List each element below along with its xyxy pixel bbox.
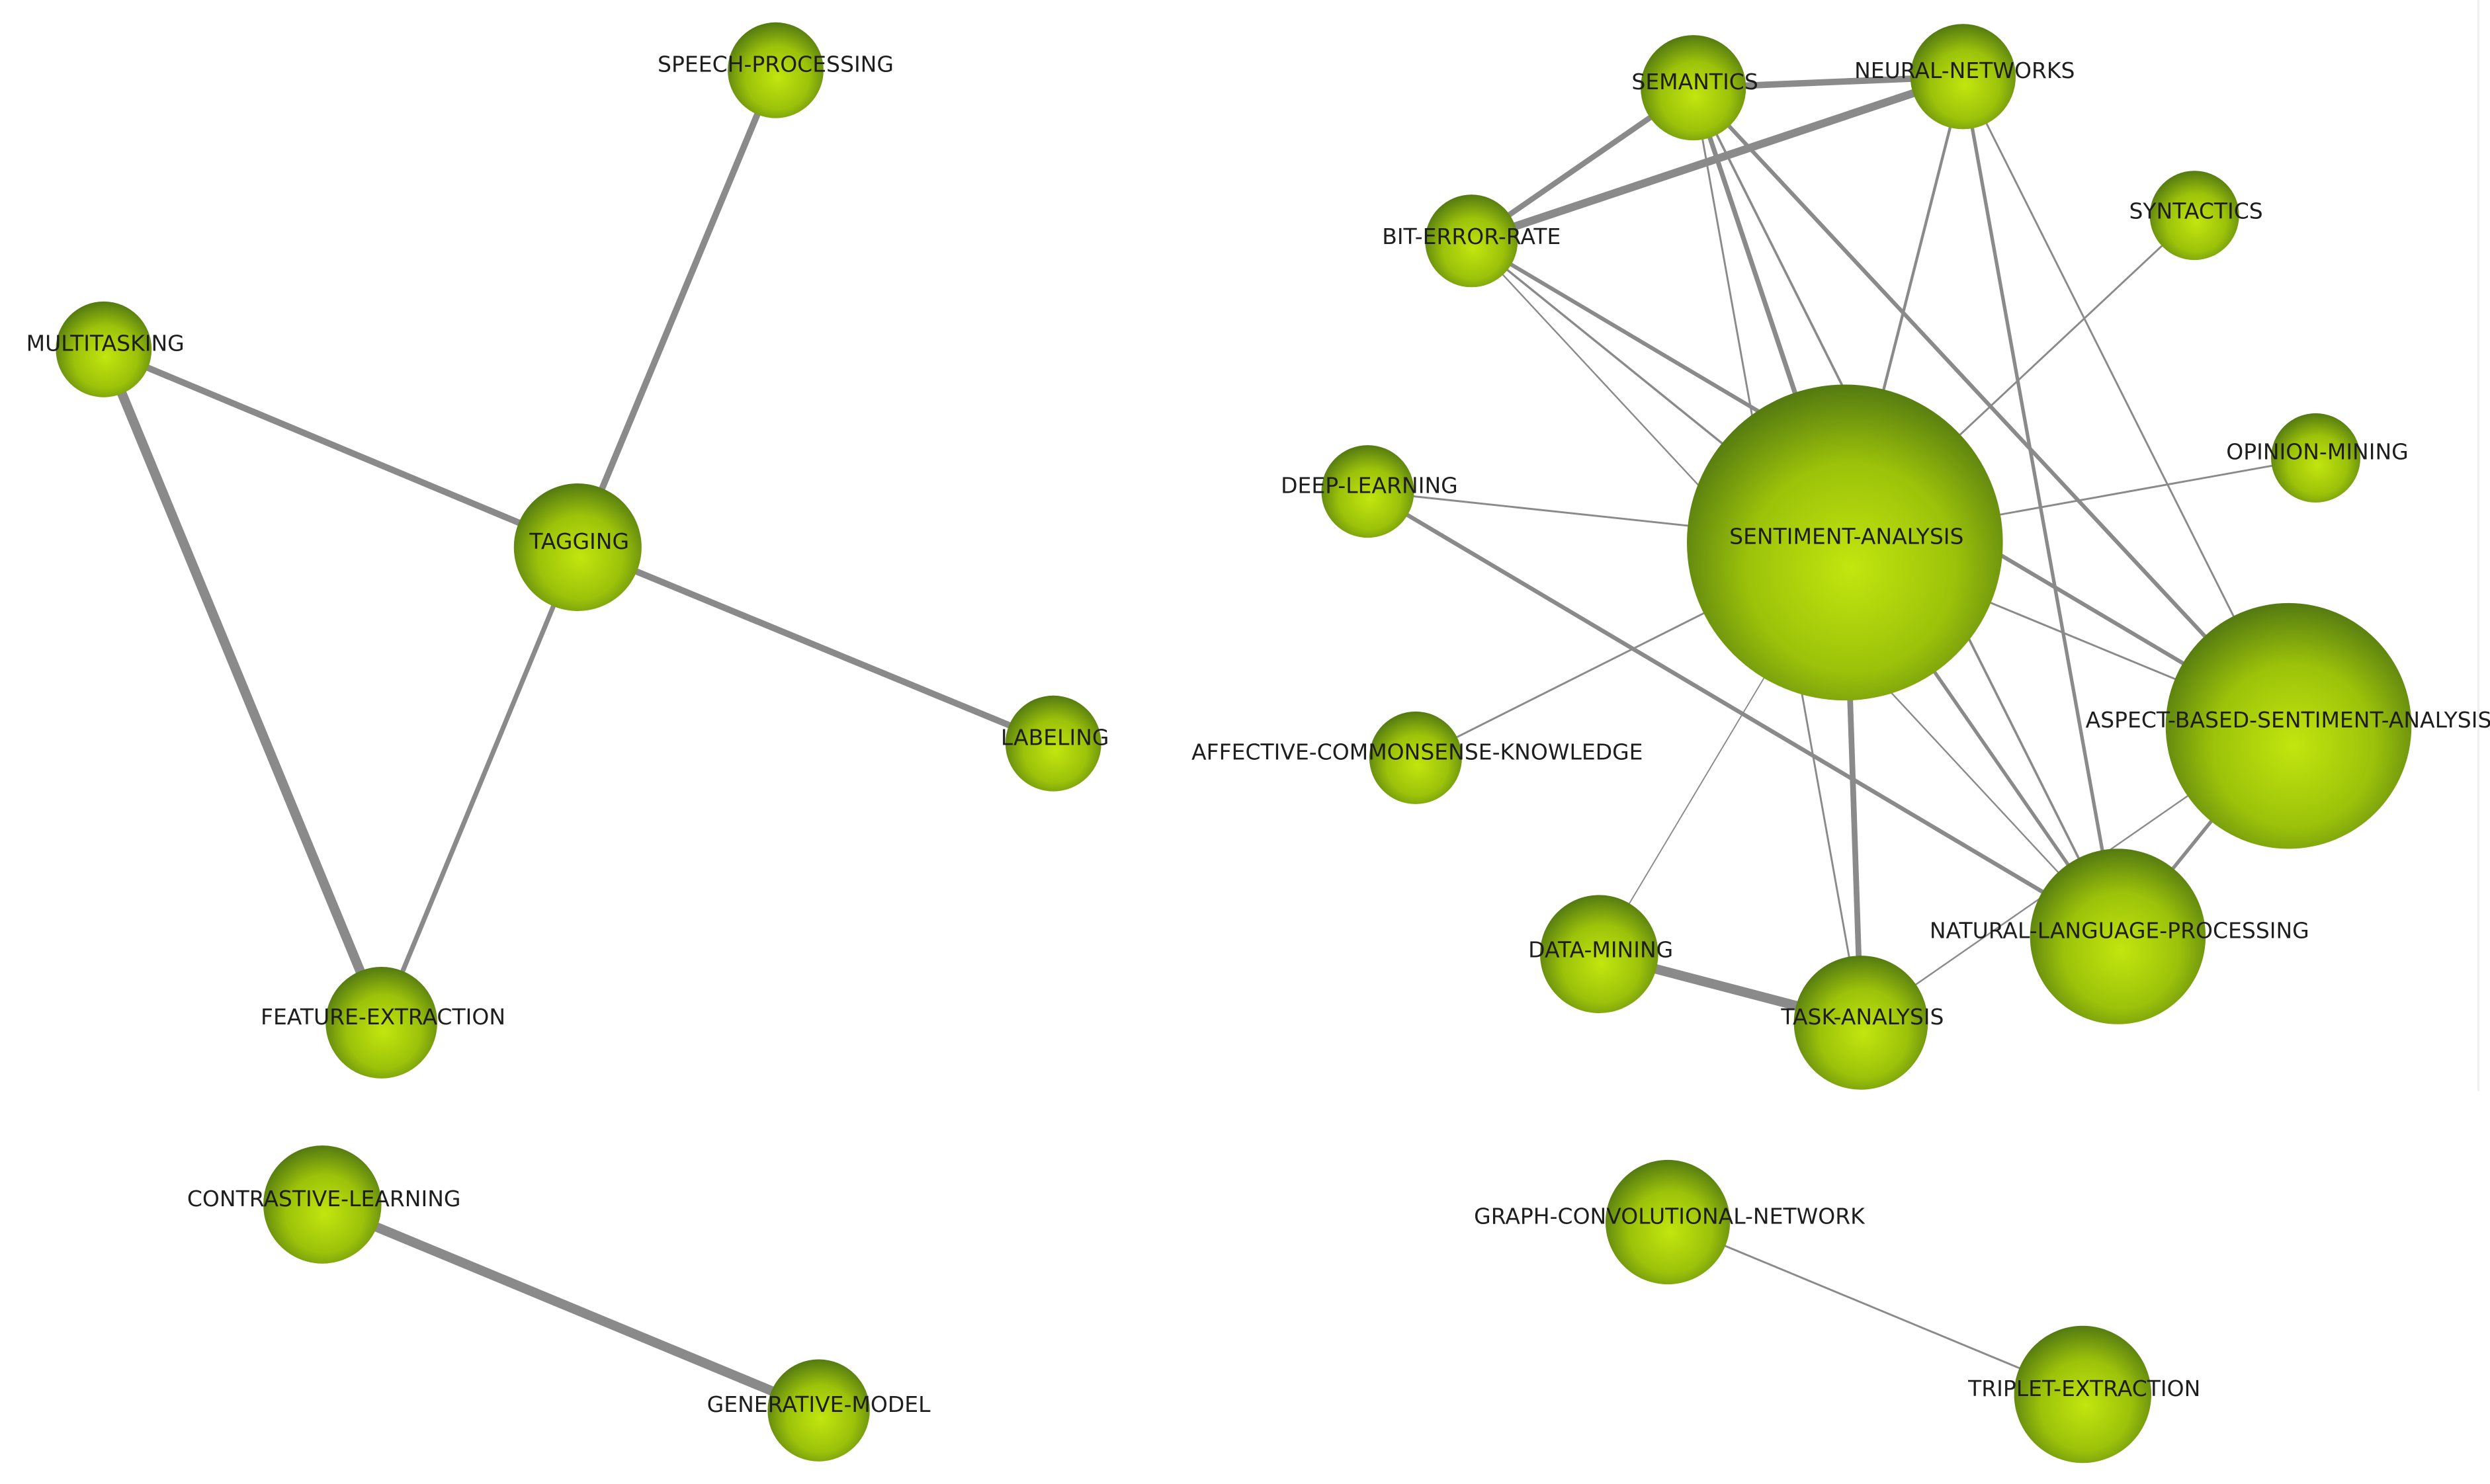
node-circle-speech-processing[interactable] xyxy=(728,22,824,118)
node-circle-tagging[interactable] xyxy=(513,483,642,611)
node-label-natural-language-processing: NATURAL-LANGUAGE-PROCESSING xyxy=(1930,918,2309,944)
node-label-multitasking: MULTITASKING xyxy=(26,331,185,356)
node-generative-model[interactable]: GENERATIVE-MODEL xyxy=(707,1359,931,1462)
edge-graph-convolutional-network-triplet-extraction xyxy=(1666,1221,2084,1395)
node-label-affective-commonsense-knowledge: AFFECTIVE-COMMONSENSE-KNOWLEDGE xyxy=(1191,739,1643,764)
node-affective-commonsense-knowledge[interactable]: AFFECTIVE-COMMONSENSE-KNOWLEDGE xyxy=(1191,711,1643,804)
node-label-sentiment-analysis: SENTIMENT-ANALYSIS xyxy=(1729,524,1963,550)
node-label-opinion-mining: OPINION-MINING xyxy=(2226,439,2408,465)
node-circle-opinion-mining[interactable] xyxy=(2271,413,2360,503)
node-circle-contrastive-learning[interactable] xyxy=(263,1145,382,1264)
panel-divider xyxy=(2477,0,2479,1091)
edge-contrastive-learning-generative-model xyxy=(318,1200,824,1415)
node-circle-multitasking[interactable] xyxy=(56,301,152,397)
node-circle-task-analysis[interactable] xyxy=(1793,956,1928,1090)
node-circle-sentiment-analysis[interactable] xyxy=(1687,384,2003,701)
edge-tagging-feature-extraction xyxy=(378,544,580,1026)
node-labeling[interactable]: LABELING xyxy=(1001,695,1109,792)
node-sentiment-analysis[interactable]: SENTIMENT-ANALYSIS xyxy=(1687,384,2003,701)
node-label-bit-error-rate: BIT-ERROR-RATE xyxy=(1382,224,1561,249)
node-feature-extraction[interactable]: FEATURE-EXTRACTION xyxy=(261,967,505,1079)
edge-tagging-speech-processing xyxy=(574,67,779,551)
node-multitasking[interactable]: MULTITASKING xyxy=(26,301,185,397)
node-label-tagging: TAGGING xyxy=(529,528,629,554)
node-circle-feature-extraction[interactable] xyxy=(325,967,437,1079)
node-label-aspect-based-sentiment-analysis: ASPECT-BASED-SENTIMENT-ANALYSIS xyxy=(2086,707,2490,733)
edge-tagging-labeling xyxy=(574,544,1057,747)
node-label-task-analysis: TASK-ANALYSIS xyxy=(1780,1004,1944,1030)
node-triplet-extraction[interactable]: TRIPLET-EXTRACTION xyxy=(1967,1325,2200,1463)
node-circle-syntactics[interactable] xyxy=(2149,171,2239,261)
node-layer: SPEECH-PROCESSING MULTITASKING TAGGING LABE… xyxy=(26,22,2490,1463)
node-syntactics[interactable]: SYNTACTICS xyxy=(2129,171,2263,261)
node-label-feature-extraction: FEATURE-EXTRACTION xyxy=(261,1004,505,1030)
node-natural-language-processing[interactable]: NATURAL-LANGUAGE-PROCESSING xyxy=(1930,848,2309,1024)
node-semantics[interactable]: SEMANTICS xyxy=(1631,35,1758,141)
node-circle-natural-language-processing[interactable] xyxy=(2030,848,2206,1024)
node-label-semantics: SEMANTICS xyxy=(1631,69,1758,95)
node-deep-learning[interactable]: DEEP-LEARNING xyxy=(1281,445,1458,538)
node-contrastive-learning[interactable]: CONTRASTIVE-LEARNING xyxy=(187,1145,461,1264)
node-label-triplet-extraction: TRIPLET-EXTRACTION xyxy=(1967,1376,2200,1401)
node-circle-affective-commonsense-knowledge[interactable] xyxy=(1369,711,1462,804)
node-label-syntactics: SYNTACTICS xyxy=(2129,198,2262,224)
node-data-mining[interactable]: DATA-MINING xyxy=(1528,895,1673,1013)
node-label-data-mining: DATA-MINING xyxy=(1528,936,1673,962)
node-tagging[interactable]: TAGGING xyxy=(513,483,642,611)
node-bit-error-rate[interactable]: BIT-ERROR-RATE xyxy=(1382,194,1561,288)
node-label-deep-learning: DEEP-LEARNING xyxy=(1281,472,1458,498)
edge-tagging-multitasking xyxy=(100,346,581,551)
node-speech-processing[interactable]: SPEECH-PROCESSING xyxy=(658,22,894,118)
node-circle-neural-networks[interactable] xyxy=(1910,24,2016,130)
node-circle-data-mining[interactable] xyxy=(1540,895,1658,1013)
node-aspect-based-sentiment-analysis[interactable]: ASPECT-BASED-SENTIMENT-ANALYSIS xyxy=(2086,602,2490,849)
node-graph-convolutional-network[interactable]: GRAPH-CONVOLUTIONAL-NETWORK xyxy=(1474,1159,1866,1285)
node-opinion-mining[interactable]: OPINION-MINING xyxy=(2226,413,2409,503)
node-label-labeling: LABELING xyxy=(1001,725,1109,751)
node-circle-triplet-extraction[interactable] xyxy=(2014,1325,2151,1463)
node-circle-labeling[interactable] xyxy=(1005,695,1101,792)
node-label-speech-processing: SPEECH-PROCESSING xyxy=(658,52,894,77)
node-circle-semantics[interactable] xyxy=(1641,35,1746,141)
node-circle-aspect-based-sentiment-analysis[interactable] xyxy=(2165,602,2412,849)
node-label-neural-networks: NEURAL-NETWORKS xyxy=(1854,58,2075,83)
edge-multitasking-feature-extraction xyxy=(99,345,386,1028)
node-label-graph-convolutional-network: GRAPH-CONVOLUTIONAL-NETWORK xyxy=(1474,1203,1866,1229)
node-circle-bit-error-rate[interactable] xyxy=(1425,194,1518,288)
node-circle-generative-model[interactable] xyxy=(767,1359,870,1462)
node-neural-networks[interactable]: NEURAL-NETWORKS xyxy=(1854,24,2075,130)
node-circle-graph-convolutional-network[interactable] xyxy=(1606,1159,1731,1285)
node-circle-deep-learning[interactable] xyxy=(1321,445,1414,538)
node-task-analysis[interactable]: TASK-ANALYSIS xyxy=(1780,956,1944,1090)
node-label-contrastive-learning: CONTRASTIVE-LEARNING xyxy=(187,1186,461,1212)
node-label-generative-model: GENERATIVE-MODEL xyxy=(707,1391,931,1417)
